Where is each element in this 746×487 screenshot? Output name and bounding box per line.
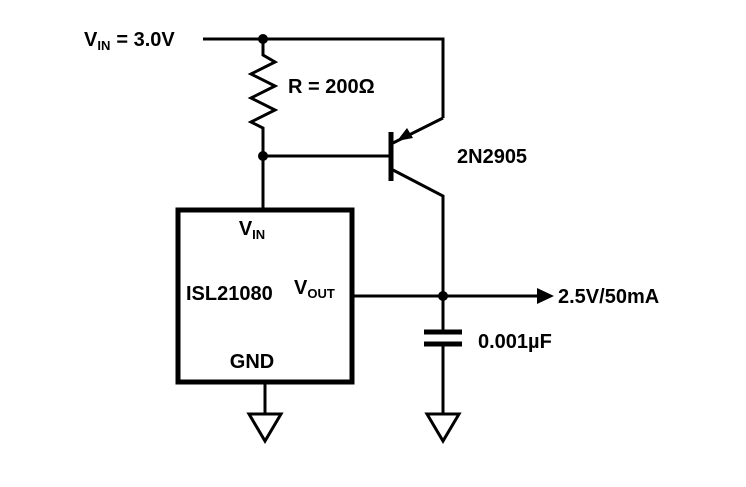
- junction-dot-supply: [258, 34, 268, 44]
- ic-body: [175, 207, 355, 385]
- capacitor-label: 0.001µF: [478, 331, 552, 353]
- junction-dot-output: [438, 291, 448, 301]
- ic-pin-vout-label: VOUT: [294, 277, 335, 301]
- transistor-collector-line: [392, 168, 445, 296]
- resistor-label: R = 200Ω: [288, 76, 375, 98]
- vin-source-sub: IN: [97, 38, 110, 53]
- vin-source-label: VIN = 3.0V: [84, 29, 175, 53]
- vin-source-value: = 3.0V: [116, 29, 175, 51]
- ic-pin-vin-prefix: V: [239, 218, 253, 240]
- resistor-branch-wire: [247, 39, 279, 210]
- ground-symbol-ic-icon: [246, 412, 284, 444]
- ic-pin-vin-label: VIN: [239, 218, 265, 242]
- ic-pin-vin-sub: IN: [252, 227, 265, 242]
- ground-symbol-capacitor-icon: [424, 412, 462, 444]
- transistor-emitter-arrow-icon: [397, 128, 413, 141]
- ic-name-label: ISL21080: [186, 283, 273, 305]
- transistor-label: 2N2905: [457, 146, 527, 168]
- output-arrow-icon: [537, 288, 554, 304]
- ic-pin-vout-sub: OUT: [307, 286, 335, 301]
- ic-pin-vout-prefix: V: [294, 277, 308, 299]
- supply-rail-wire: [203, 37, 445, 118]
- junction-dot-base: [258, 151, 268, 161]
- vin-source-prefix: V: [84, 29, 98, 51]
- output-label: 2.5V/50mA: [558, 286, 659, 308]
- ic-pin-gnd-label: GND: [230, 351, 274, 373]
